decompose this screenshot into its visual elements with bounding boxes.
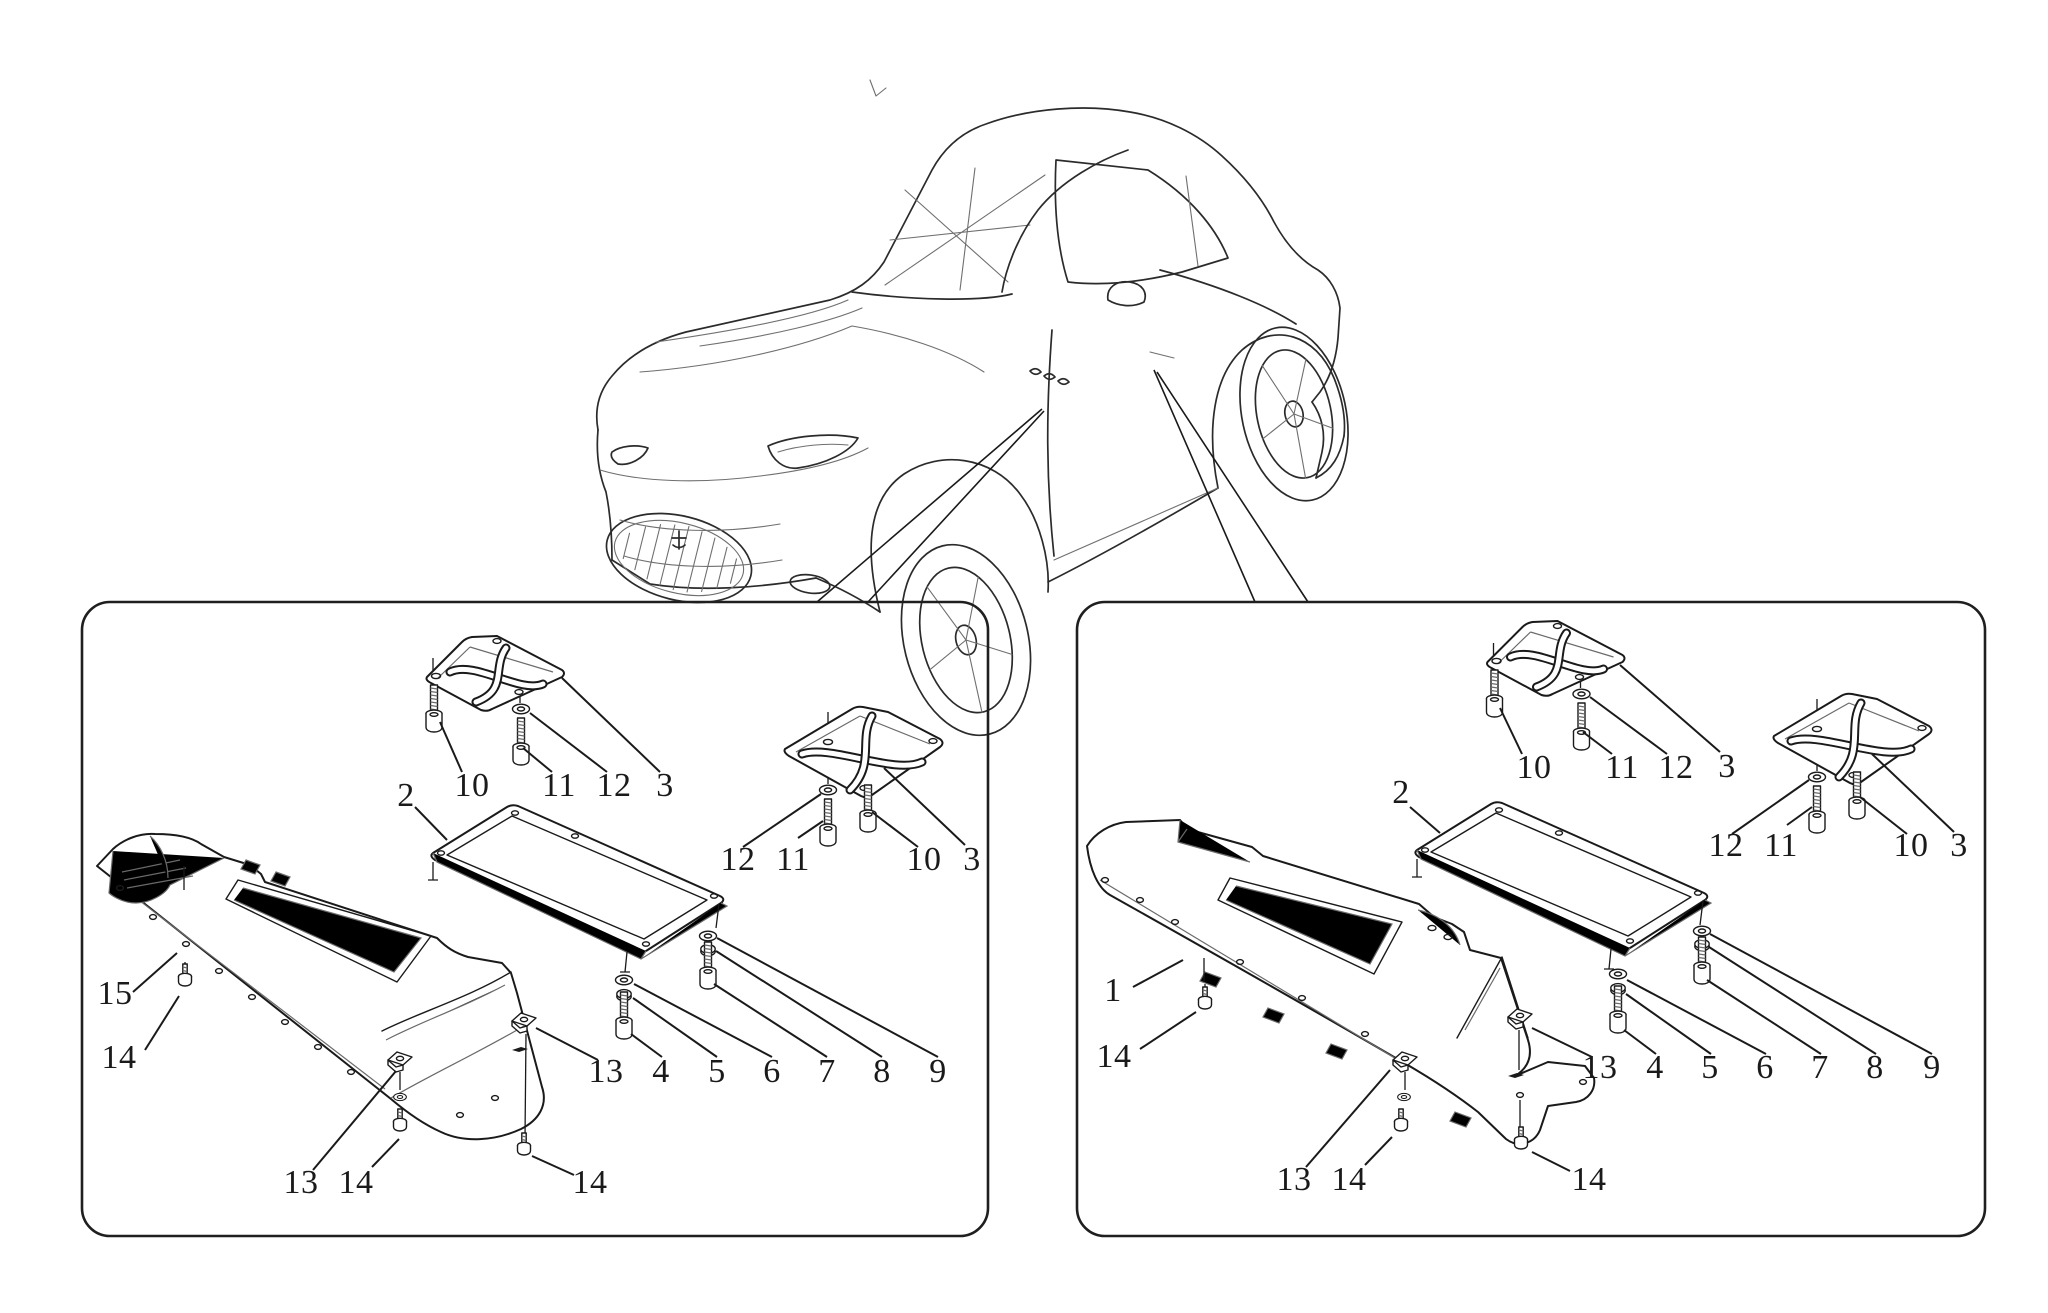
part-number-label: 13 [1276, 1161, 1312, 1198]
part-number-label: 13 [283, 1164, 319, 1201]
part-number-label: 10 [906, 841, 942, 878]
part-number-label: 14 [572, 1164, 608, 1201]
leader-lines-right [1132, 664, 1955, 1172]
part-number-label: 14 [1096, 1038, 1132, 1075]
part-number-label: 2 [397, 777, 415, 814]
car-to-box-pointer-left [816, 408, 1045, 603]
leader-lines-left [132, 677, 966, 1176]
right-callout-box [1075, 600, 1987, 1238]
part-number-label: 1 [1104, 972, 1122, 1009]
part-number-label: 13 [1582, 1049, 1618, 1086]
car-illustration [595, 79, 1349, 737]
right-box-exploded-view [1086, 621, 1955, 1172]
part-number-label: 13 [588, 1053, 624, 1090]
part-number-label: 9 [929, 1053, 947, 1090]
part-number-label: 4 [652, 1053, 670, 1090]
part-number-label: 10 [1893, 827, 1929, 864]
part-number-label: 7 [818, 1053, 836, 1090]
part-number-label: 14 [1331, 1161, 1367, 1198]
part-number-label: 9 [1923, 1049, 1941, 1086]
part-number-label: 11 [542, 767, 576, 804]
part-number-label: 3 [656, 767, 674, 804]
part-number-label: 15 [97, 975, 133, 1012]
part-number-label: 12 [1708, 827, 1744, 864]
underbody-panel-right [1086, 819, 1596, 1150]
part-number-label: 8 [1866, 1049, 1884, 1086]
part-number-label: 14 [338, 1164, 374, 1201]
part-number-label: 2 [1392, 774, 1410, 811]
part-number-label: 5 [1701, 1049, 1719, 1086]
part-number-label: 11 [1764, 827, 1798, 864]
part-number-label: 5 [708, 1053, 726, 1090]
car-to-box-pointer-right [1153, 369, 1309, 603]
part-number-label: 6 [763, 1053, 781, 1090]
left-callout-box [80, 600, 990, 1238]
underbody-panel-left [96, 832, 545, 1156]
part-number-label: 12 [596, 767, 632, 804]
part-number-label: 12 [1658, 749, 1694, 786]
part-number-label: 8 [873, 1053, 891, 1090]
part-number-label: 3 [963, 841, 981, 878]
part-number-label: 10 [454, 767, 490, 804]
part-number-label: 11 [1605, 749, 1639, 786]
left-box-exploded-view [96, 636, 966, 1176]
part-number-label: 10 [1516, 749, 1552, 786]
part-number-label: 3 [1718, 748, 1736, 785]
part-number-label: 14 [1571, 1161, 1607, 1198]
part-number-label: 14 [101, 1039, 137, 1076]
part-number-label: 4 [1646, 1049, 1664, 1086]
part-number-label: 3 [1950, 827, 1968, 864]
part-number-label: 7 [1811, 1049, 1829, 1086]
part-number-label: 11 [776, 841, 810, 878]
part-number-label: 12 [720, 841, 756, 878]
part-number-label: 6 [1756, 1049, 1774, 1086]
